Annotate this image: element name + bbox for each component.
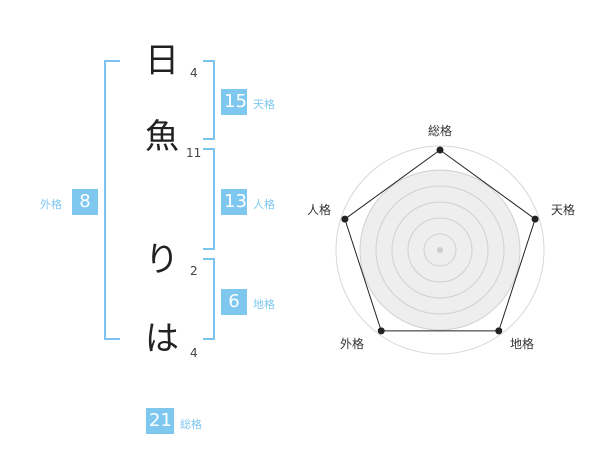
gaikaku-label: 外格 [40, 198, 62, 211]
radar-point-3 [495, 327, 503, 335]
tenkaku-badge: 15 [221, 89, 247, 115]
radar-axis-label-soukaku: 総格 [428, 124, 453, 138]
name-char-4: は [145, 319, 179, 359]
radar-center-dot [437, 247, 443, 253]
chikaku-label: 地格 [253, 298, 275, 311]
tenkaku-label: 天格 [253, 98, 275, 111]
name-char-1: 日 [145, 41, 179, 81]
radar-point-4 [377, 327, 385, 335]
radar-grid-ring [359, 169, 521, 331]
jinkaku-label: 人格 [253, 198, 275, 211]
radar-grid-ring [391, 201, 489, 299]
stroke-count-4: 4 [190, 346, 198, 360]
jinkaku-badge: 13 [221, 189, 247, 215]
radar-axis-label-jinkaku: 人格 [307, 203, 332, 217]
tenkaku-bracket [203, 60, 215, 140]
name-char-3: り [145, 240, 179, 280]
name-char-2: 魚 [145, 117, 179, 157]
stroke-count-1: 4 [190, 66, 198, 80]
radar-point-5 [341, 215, 349, 223]
radar-point-1 [436, 146, 444, 154]
jinkaku-bracket [203, 148, 215, 250]
chikaku-bracket [203, 258, 215, 340]
radar-series-line [344, 149, 536, 332]
radar-axis-label-tenkaku: 天格 [551, 203, 576, 217]
stroke-count-3: 2 [190, 264, 198, 278]
stroke-count-2: 11 [186, 146, 202, 160]
soukaku-label: 総格 [180, 418, 202, 431]
radar-axis-label-gaikaku: 外格 [340, 337, 365, 351]
radar-grid-ring [375, 185, 505, 315]
radar-grid-ring [407, 217, 473, 283]
radar-axis-label-chikaku: 地格 [510, 337, 535, 351]
soukaku-badge: 21 [146, 408, 174, 434]
chikaku-badge: 6 [221, 289, 247, 315]
radar-outer-ring [335, 145, 545, 355]
gaikaku-bracket [104, 60, 120, 340]
radar-point-2 [531, 215, 539, 223]
radar-grid-ring [423, 233, 457, 267]
gaikaku-badge: 8 [72, 189, 98, 215]
